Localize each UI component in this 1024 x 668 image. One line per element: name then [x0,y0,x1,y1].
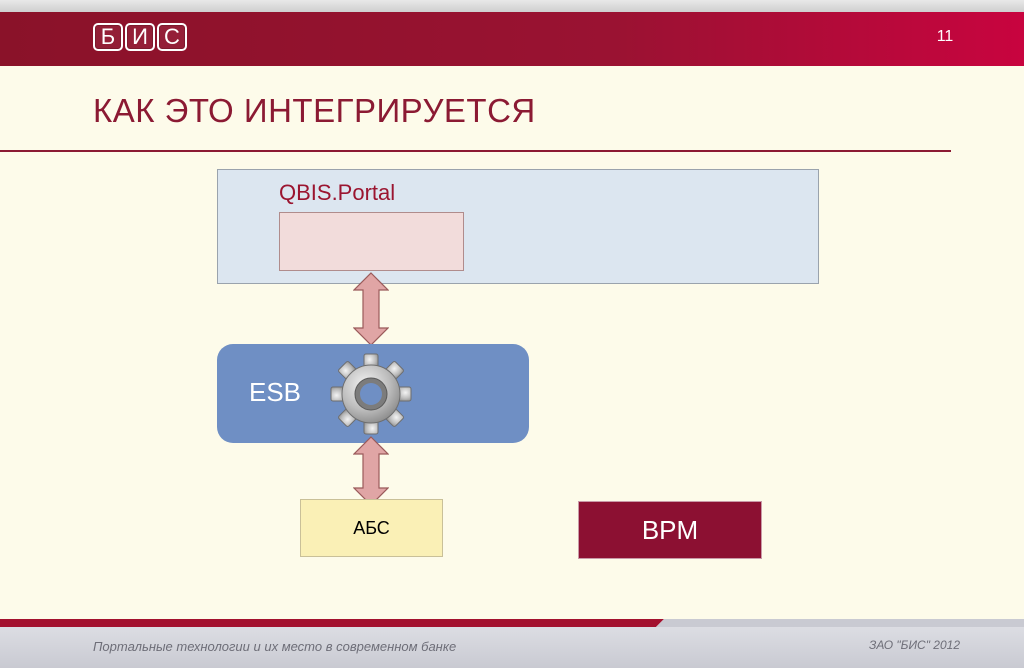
footer-copyright: ЗАО "БИС" 2012 [869,638,960,652]
bpm-box [578,501,762,559]
portal-inner-block [279,212,464,271]
esb-abs-arrow [353,436,389,506]
abs-box [300,499,443,557]
abs-label: АБС [353,518,390,538]
logo-letter: Б [93,23,123,51]
page-title: КАК ЭТО ИНТЕГРИРУЕТСЯ [93,92,536,129]
logo-letter: С [157,23,187,51]
logo-letter: И [125,23,155,51]
portal-label: QBIS.Portal [279,180,396,205]
bis-logo: Б И С [93,23,187,53]
title-divider [0,150,951,152]
top-strip [0,0,1024,12]
portal-esb-arrow [353,272,389,346]
footer-rule [0,619,1024,627]
esb-label: ESB [249,377,302,407]
gear-icon [330,353,412,435]
slide-number: 11 [936,28,954,45]
bpm-label: BPM [641,515,699,545]
footer-caption: Портальные технологии и их место в совре… [93,639,457,654]
footer-bar [0,627,1024,668]
header-bar [0,12,1024,66]
